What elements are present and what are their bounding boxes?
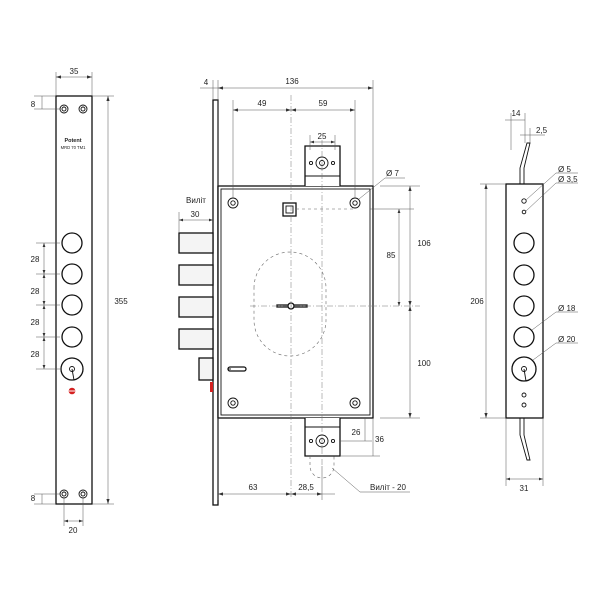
dim-side-top-width: 14	[512, 109, 521, 118]
dim-axis-bottom: 28,5	[298, 483, 314, 492]
faceplate-model: MRD 70 TM1	[61, 145, 86, 150]
dim-keeper-depth: 36	[375, 435, 384, 444]
cylinder-cutout	[253, 251, 327, 357]
dim-plate-thickness: 4	[204, 78, 209, 87]
side-view: 14 2,5 Ø 5 Ø 3,5 206 Ø 18 Ø 20 31	[470, 109, 578, 493]
dim-faceplate-bottom-gap: 8	[31, 494, 36, 503]
red-indicator-icon	[68, 387, 76, 395]
spindle-square	[282, 202, 297, 217]
front-plate-edge	[212, 99, 219, 506]
lock-body-view: 4 136 49 59 25 Ø 7 30 Виліт 106 100	[178, 77, 431, 506]
lock-case	[217, 185, 374, 419]
dim-upper-height: 106	[417, 239, 431, 248]
dim-faceplate-spacing-2: 28	[31, 287, 40, 296]
dim-faceplate-spacing-3: 28	[31, 318, 40, 327]
dim-faceplate-spacing-4: 28	[31, 350, 40, 359]
dim-hole-dia: Ø 7	[386, 169, 399, 178]
side-small-holes	[521, 198, 527, 215]
dim-faceplate-top-gap: 8	[31, 100, 36, 109]
upper-keeper	[304, 145, 341, 186]
case-screw-holes	[227, 197, 361, 409]
dim-side-dia-small-2: Ø 3,5	[558, 175, 578, 184]
side-bolt-holes	[511, 232, 537, 408]
dim-lower-height: 100	[417, 359, 431, 368]
dim-faceplate-height: 355	[114, 297, 128, 306]
label-bolt-projection: Виліт	[186, 196, 206, 205]
dim-side-dia-small-1: Ø 5	[558, 165, 571, 174]
dim-faceplate-width-top: 35	[70, 67, 79, 76]
dim-side-height: 206	[470, 297, 484, 306]
dim-faceplate-spacing-1: 28	[31, 255, 40, 264]
label-lower-projection: Виліт - 20	[370, 483, 406, 492]
dim-backset: 63	[249, 483, 258, 492]
dim-keeper-offset: 26	[352, 428, 361, 437]
bolts	[178, 232, 214, 381]
lower-keeper	[304, 418, 341, 479]
dim-side-tab-width: 2,5	[536, 126, 548, 135]
dim-to-axis: 49	[258, 99, 267, 108]
dim-upper-inner: 85	[387, 251, 396, 260]
faceplate-view: Potent MRD 70 TM1 35 8	[31, 67, 129, 535]
dim-side-dia-bolt: Ø 18	[558, 304, 576, 313]
faceplate-bolt-holes	[60, 232, 84, 381]
red-indicator-icon	[210, 382, 213, 392]
dim-faceplate-width-bottom: 20	[69, 526, 78, 535]
dim-keeper-width: 25	[318, 132, 327, 141]
faceplate-brand: Potent	[64, 138, 81, 144]
dim-overall-width: 136	[285, 77, 299, 86]
dim-axis-offset: 59	[319, 99, 328, 108]
dim-side-bottom-width: 31	[520, 484, 529, 493]
dim-side-dia-cylinder: Ø 20	[558, 335, 576, 344]
dim-bolt-travel: 30	[191, 210, 200, 219]
